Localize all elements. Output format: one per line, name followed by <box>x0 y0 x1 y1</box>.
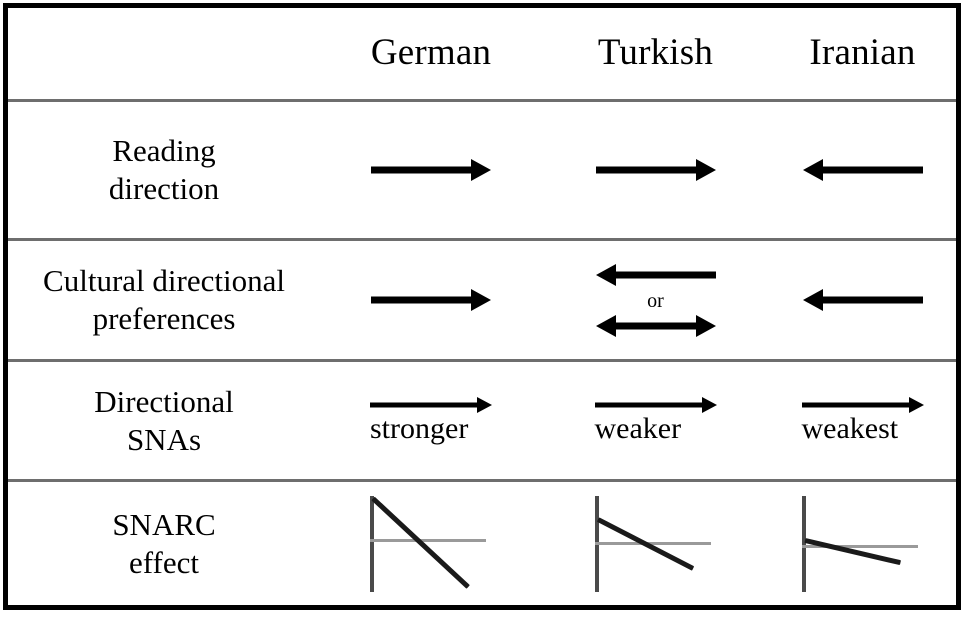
table-row-cultural-preferences: Cultural directional preferences or <box>8 241 956 362</box>
cell-snarc-german <box>320 482 542 605</box>
connector-label: or <box>647 289 664 312</box>
cell-cultural-german <box>320 241 542 359</box>
table-row-reading-direction: Reading direction <box>8 102 956 241</box>
header-corner-cell <box>8 8 320 99</box>
column-header-label: Turkish <box>597 32 714 74</box>
row-label-line2: SNAs <box>126 421 202 457</box>
comparison-table: German Turkish Iranian Reading direction <box>3 3 961 610</box>
zero-reference-line <box>801 545 918 549</box>
y-axis <box>801 495 806 592</box>
column-header-label: German <box>370 32 492 74</box>
row-label-line2: direction <box>108 171 220 206</box>
header-cell-turkish: Turkish <box>542 8 769 99</box>
cell-snarc-turkish <box>542 482 769 605</box>
arrow-right-icon <box>370 397 492 413</box>
table-row-directional-snas: Directional SNAs stronger weaker <box>8 362 956 482</box>
arrow-right-icon <box>371 289 491 311</box>
cell-snas-german: stronger <box>320 362 542 479</box>
row-label-directional-snas: Directional SNAs <box>8 362 320 479</box>
cell-reading-iranian <box>769 102 956 238</box>
row-label-cultural-preferences: Cultural directional preferences <box>8 241 320 359</box>
snarc-plot-turkish <box>594 495 717 592</box>
row-label-line2: effect <box>129 544 199 580</box>
row-label-line2: preferences <box>92 301 236 336</box>
arrow-left-icon <box>595 263 716 286</box>
row-label-line1: SNARC <box>112 506 216 542</box>
zero-reference-line <box>594 541 711 545</box>
strength-label: weaker <box>594 412 682 445</box>
labeled-arrow-stronger: stronger <box>370 397 492 444</box>
strength-label: stronger <box>370 412 469 445</box>
header-cell-iranian: Iranian <box>769 8 956 99</box>
arrow-left-icon <box>802 159 923 181</box>
cell-reading-turkish <box>542 102 769 238</box>
arrow-right-icon <box>595 159 716 181</box>
snarc-plot-iranian <box>801 495 924 592</box>
row-label-snarc-effect: SNARC effect <box>8 482 320 605</box>
labeled-arrow-weaker: weaker <box>594 397 717 445</box>
snarc-slope-line <box>371 496 470 589</box>
cell-cultural-iranian <box>769 241 956 359</box>
cell-snarc-iranian <box>769 482 956 605</box>
labeled-arrow-weakest: weakest <box>801 397 924 445</box>
zero-reference-line <box>370 538 486 542</box>
row-label-reading-direction: Reading direction <box>8 102 320 238</box>
table-row-snarc-effect: SNARC effect <box>8 482 956 605</box>
row-label-line1: Directional <box>94 383 234 419</box>
alternative-arrows-group: or <box>595 263 716 337</box>
arrow-right-icon <box>371 159 491 181</box>
row-label-line1: Reading <box>112 133 216 169</box>
header-cell-german: German <box>320 8 542 99</box>
table-header-row: German Turkish Iranian <box>8 8 956 102</box>
strength-label: weakest <box>801 412 899 445</box>
arrow-bidirectional-icon <box>595 314 716 337</box>
cell-snas-iranian: weakest <box>769 362 956 479</box>
cell-snas-turkish: weaker <box>542 362 769 479</box>
snarc-plot-german <box>370 495 492 592</box>
arrow-right-icon <box>801 397 924 413</box>
y-axis <box>370 495 374 592</box>
row-label-line1: Cultural directional <box>43 263 285 299</box>
snarc-slope-line <box>803 537 901 565</box>
arrow-left-icon <box>802 289 923 311</box>
cell-reading-german <box>320 102 542 238</box>
column-header-label: Iranian <box>809 32 916 74</box>
cell-cultural-turkish: or <box>542 241 769 359</box>
arrow-right-icon <box>594 397 717 413</box>
